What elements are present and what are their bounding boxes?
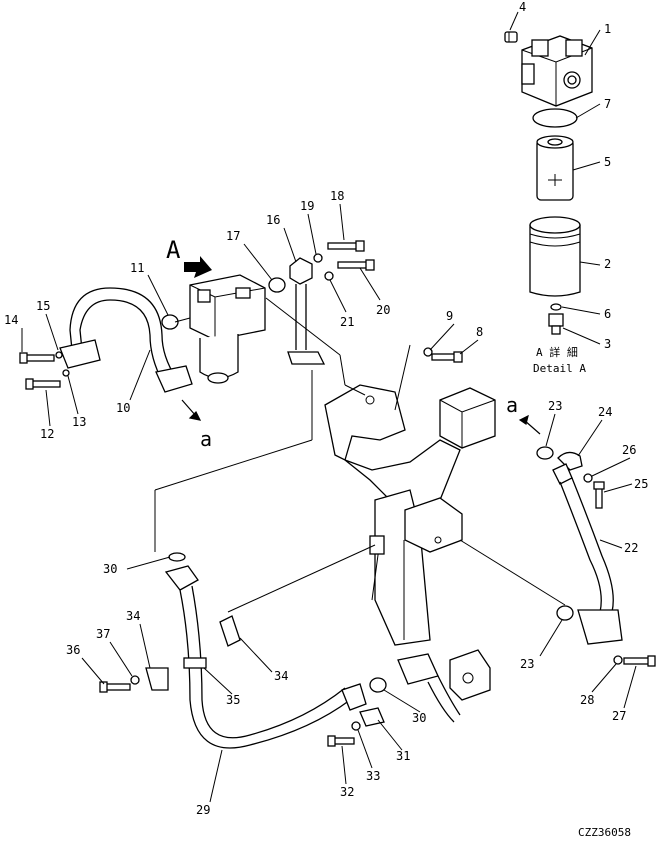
callout-leaders <box>21 203 637 803</box>
callout-19: 19 <box>300 199 314 213</box>
detail-label-en: Detail A <box>533 362 586 375</box>
clip-35-part <box>183 657 207 669</box>
connection-letter-a-right: a <box>506 393 518 417</box>
cap-11-part <box>161 314 179 330</box>
leader-lines <box>509 11 601 345</box>
washer-26-part <box>583 473 593 483</box>
washer-21-part <box>324 271 334 281</box>
small-o-ring-part <box>550 303 562 311</box>
callout-12: 12 <box>40 427 54 441</box>
callout-23-top: 23 <box>548 399 562 413</box>
bracket-frame-part <box>324 384 496 646</box>
washer-28-part <box>613 655 623 665</box>
callout-30-right: 30 <box>412 711 426 725</box>
callout-2: 2 <box>604 257 611 271</box>
bolt-20-part <box>337 259 375 271</box>
callout-32: 32 <box>340 785 354 799</box>
callout-34-right: 34 <box>274 669 288 683</box>
callout-21: 21 <box>340 315 354 329</box>
callout-20: 20 <box>376 303 390 317</box>
flange-block-part <box>341 649 491 723</box>
bolt-36-part <box>99 681 131 693</box>
callout-16: 16 <box>266 213 280 227</box>
arrow-a-right-icon <box>518 414 541 435</box>
callout-14: 14 <box>4 313 18 327</box>
callout-9: 9 <box>446 309 453 323</box>
callout-5: 5 <box>604 155 611 169</box>
detail-label-jp: A 詳 細 <box>536 345 578 359</box>
callout-26: 26 <box>622 443 636 457</box>
cap-23-bottom-part <box>556 605 574 621</box>
callout-6: 6 <box>604 307 611 321</box>
bracket-34-right-part <box>219 615 241 647</box>
washer-15-part <box>55 351 63 359</box>
callout-25: 25 <box>634 477 648 491</box>
arrow-a-left-icon <box>181 399 202 421</box>
callout-10: 10 <box>116 401 130 415</box>
bolt-27-part <box>623 655 656 667</box>
bolt-12-part <box>25 378 61 390</box>
o-ring-part <box>532 108 578 128</box>
callout-18: 18 <box>330 189 344 203</box>
plug-part <box>504 31 518 43</box>
callout-30-left: 30 <box>103 562 117 576</box>
callout-33: 33 <box>366 769 380 783</box>
washer-19-part <box>313 253 323 263</box>
clamp-24-part <box>557 451 583 471</box>
callout-23-bottom: 23 <box>520 657 534 671</box>
bolt-32-part <box>327 735 355 747</box>
bolt-14-part <box>19 352 55 364</box>
callout-11: 11 <box>130 261 144 275</box>
hose-10-part <box>59 287 193 393</box>
hose-29-part <box>179 585 351 749</box>
callout-36: 36 <box>66 643 80 657</box>
bolt-18-part <box>327 240 365 252</box>
callout-3: 3 <box>604 337 611 351</box>
callout-37: 37 <box>96 627 110 641</box>
callout-31: 31 <box>396 749 410 763</box>
callout-4: 4 <box>519 0 526 14</box>
view-letter-a: A <box>166 236 181 264</box>
callout-13: 13 <box>72 415 86 429</box>
tube-16-part <box>287 257 326 365</box>
cap-23-top-part <box>536 446 554 460</box>
callout-29: 29 <box>196 803 210 817</box>
callout-8: 8 <box>476 325 483 339</box>
cap-30-right-part <box>369 677 387 693</box>
callout-7: 7 <box>604 97 611 111</box>
callout-labels: 1 2 3 4 5 6 7 8 9 10 11 12 13 14 15 16 1… <box>4 0 648 817</box>
callout-35: 35 <box>226 693 240 707</box>
drain-plug-part <box>548 313 564 335</box>
filter-head-part <box>521 35 593 107</box>
connection-letter-a-left: a <box>200 427 212 451</box>
bolt-25-part <box>593 481 605 509</box>
callout-27: 27 <box>612 709 626 723</box>
hose-22-part <box>552 463 623 645</box>
washer-13-part <box>62 369 70 377</box>
cap-30-left-part <box>168 552 186 562</box>
connection-lines <box>154 297 566 613</box>
filter-element-part <box>536 135 574 201</box>
filter-assembly-part <box>189 274 266 384</box>
view-arrow-icon <box>184 256 212 278</box>
drawing-code: CZZ36058 <box>578 826 631 839</box>
cap-17-part <box>268 277 286 293</box>
bracket-34-left-part <box>145 667 169 691</box>
filter-case-part <box>529 216 581 297</box>
clamp-31-part <box>359 707 385 727</box>
callout-15: 15 <box>36 299 50 313</box>
flange-fitting-part <box>164 565 199 591</box>
callout-34-left: 34 <box>126 609 140 623</box>
washer-33-part <box>351 721 361 731</box>
callout-24: 24 <box>598 405 612 419</box>
washer-37-part <box>130 675 140 685</box>
callout-1: 1 <box>604 22 611 36</box>
callout-22: 22 <box>624 541 638 555</box>
callout-17: 17 <box>226 229 240 243</box>
bolt-8-part <box>431 351 463 363</box>
callout-28: 28 <box>580 693 594 707</box>
